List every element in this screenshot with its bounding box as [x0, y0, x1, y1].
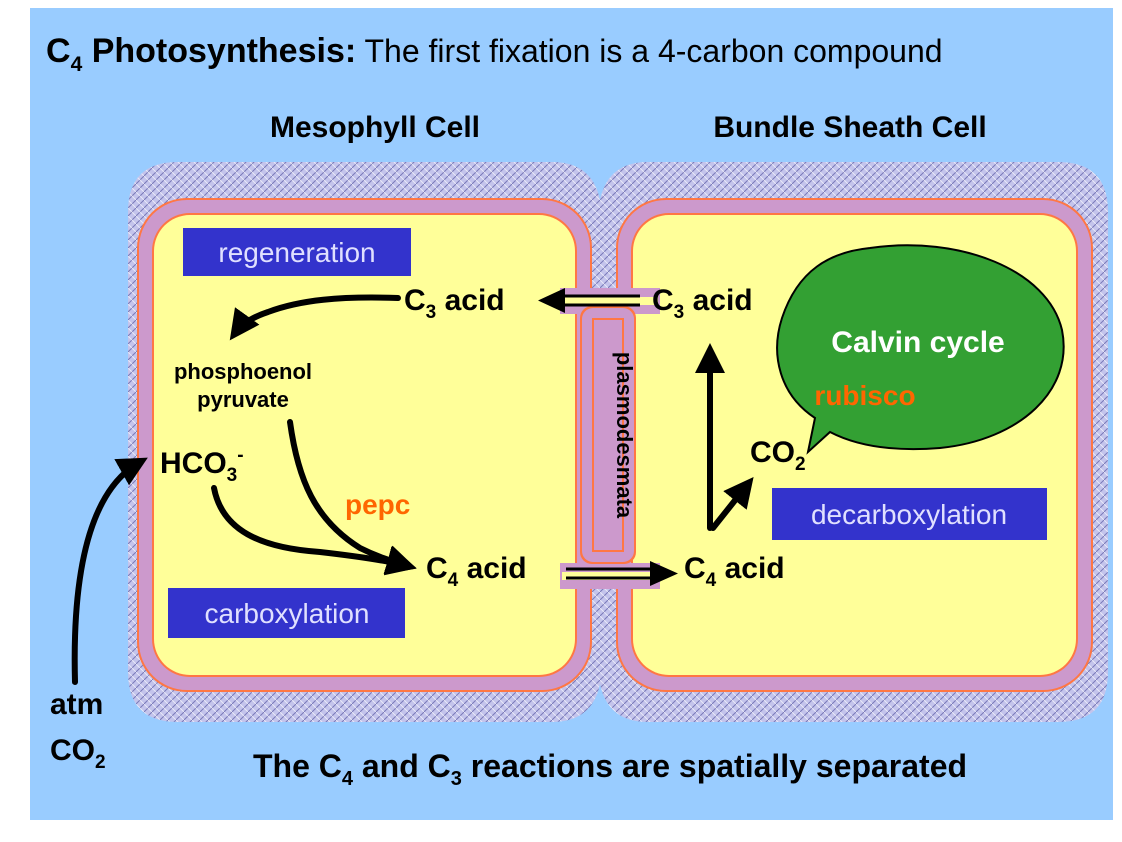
pepc-label: pepc — [345, 489, 410, 520]
c4-acid-bundle-sheath: C4 acid — [684, 552, 785, 591]
co2-bundle-sheath: CO2 — [750, 436, 806, 475]
page-title: C4 Photosynthesis: The first fixation is… — [46, 32, 943, 76]
arrow-c4-transport — [566, 561, 678, 586]
co2-atm-label: CO2 — [50, 734, 106, 773]
footer-caption: The C4 and C3 reactions are spatially se… — [253, 748, 967, 790]
calvin-cycle-label: Calvin cycle — [831, 326, 1004, 359]
plasmodesmata-label: plasmodesmata — [612, 352, 637, 519]
phosphoenol-label: phosphoenol — [174, 359, 312, 384]
channel-top-lumen — [562, 297, 658, 305]
carboxylation-box — [168, 588, 405, 638]
bundle-sheath-cell-heading: Bundle Sheath Cell — [713, 111, 986, 144]
channel-bottom-lumen — [562, 572, 658, 580]
hco3-label: HCO3- — [160, 445, 244, 486]
arrow-c3-to-pep — [229, 294, 401, 341]
decarboxylation-box — [772, 488, 1047, 540]
mesophyll-cell-heading: Mesophyll Cell — [270, 111, 480, 144]
c3-acid-mesophyll: C3 acid — [404, 284, 505, 323]
rubisco-label: rubisco — [814, 380, 915, 411]
pyruvate-label: pyruvate — [197, 387, 289, 412]
c4-acid-mesophyll: C4 acid — [426, 552, 527, 591]
arrow-hco3-to-c4 — [211, 485, 417, 576]
carboxylation-label: carboxylation — [205, 598, 370, 629]
decarboxylation-label: decarboxylation — [811, 499, 1007, 530]
calvin-cycle-bubble — [776, 244, 1065, 455]
arrow-to-co2 — [710, 476, 754, 531]
plasmodesmata-core — [594, 320, 622, 550]
c3-acid-bundle-sheath: C3 acid — [652, 284, 753, 323]
arrow-atm-co2-in — [71, 457, 148, 685]
arrow-c3-transport — [538, 288, 640, 313]
atm-label: atm — [50, 688, 103, 721]
regeneration-box — [183, 228, 411, 276]
regeneration-label: regeneration — [218, 237, 375, 268]
